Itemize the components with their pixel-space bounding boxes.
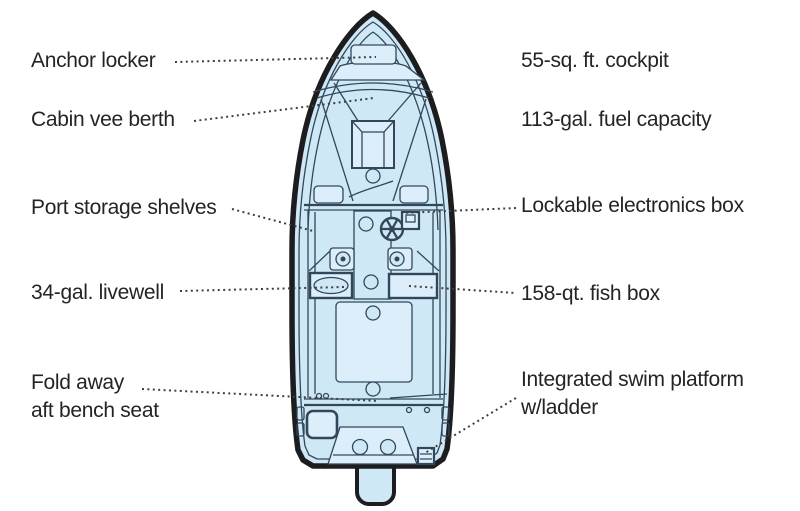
leader-swim-platform <box>424 397 517 454</box>
label-cockpit: 55-sq. ft. cockpit <box>521 49 669 72</box>
compass <box>358 216 374 232</box>
anchor-locker-hatch <box>329 44 426 81</box>
label-swim-platform-line2: w/ladder <box>521 396 598 419</box>
port-storage-shelf <box>313 185 344 204</box>
hull-outline <box>289 10 456 469</box>
label-fold-away-line2: aft bench seat <box>31 399 159 422</box>
leader-livewell <box>179 286 345 292</box>
center-console <box>351 120 395 169</box>
helm-seat-pods <box>308 247 440 272</box>
label-fuel-capacity: 113-gal. fuel capacity <box>521 108 712 131</box>
deck-hatch <box>335 301 413 397</box>
label-swim-platform: Integrated swim platform w/ladder <box>521 366 744 422</box>
steering-wheel <box>379 216 405 242</box>
leader-cabin-vee-berth <box>193 97 375 122</box>
label-anchor-locker: Anchor locker <box>31 49 156 72</box>
label-lockable-electronics-box: Lockable electronics box <box>521 194 744 217</box>
leader-fish-box <box>408 285 517 294</box>
cockpit-side-liners <box>307 210 441 398</box>
label-port-storage-shelves: Port storage shelves <box>31 196 217 219</box>
label-cabin-vee-berth: Cabin vee berth <box>31 108 175 131</box>
label-swim-platform-line1: Integrated swim platform <box>521 368 744 391</box>
swim-platform <box>327 426 418 465</box>
bulkhead <box>304 203 443 211</box>
foredeck-windshield <box>312 82 434 99</box>
cabin-vee-berth <box>320 82 427 202</box>
label-fish-box: 158-qt. fish box <box>521 282 660 305</box>
label-fold-away-aft-bench-seat: Fold away aft bench seat <box>31 369 159 425</box>
console-hatch-pull <box>363 274 379 290</box>
starboard-storage-shelf <box>399 185 429 204</box>
boarding-ladder <box>416 446 436 466</box>
leader-lines <box>141 56 517 454</box>
leader-fold-away-bench <box>141 388 379 402</box>
livewell <box>308 271 354 300</box>
electronics-box <box>400 210 421 231</box>
label-livewell: 34-gal. livewell <box>31 281 164 304</box>
fish-box <box>387 272 439 300</box>
fold-away-bench-seat <box>305 409 339 440</box>
leader-anchor-locker <box>174 56 377 63</box>
label-fold-away-line1: Fold away <box>31 371 125 394</box>
